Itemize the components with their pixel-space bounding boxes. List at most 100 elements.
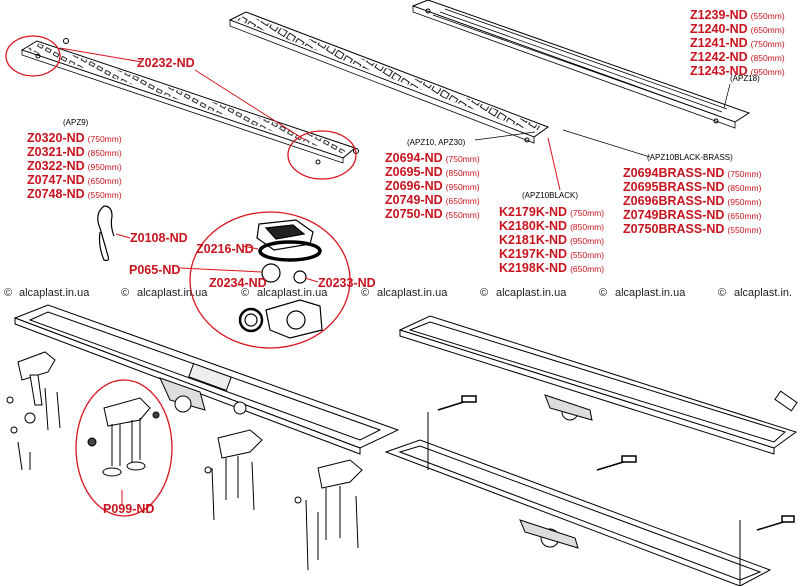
- grate-apz9: [20, 38, 359, 165]
- part-row: Z0748-ND(550mm): [27, 185, 122, 200]
- grate-apz18: [411, 0, 751, 129]
- part-size: (950mm): [750, 67, 785, 77]
- part-row: K2181K-ND(950mm): [499, 231, 605, 247]
- part-size: (550mm): [727, 225, 762, 235]
- part-size: (750mm): [750, 39, 785, 49]
- part-code: Z0750BRASS-ND: [623, 222, 725, 236]
- part-label-z0216: Z0216-ND: [196, 242, 254, 256]
- part-row: K2198K-ND(650mm): [499, 259, 605, 275]
- part-row: Z1242-ND(850mm): [690, 48, 785, 64]
- leader-z0232-left: [59, 47, 143, 63]
- part-size: (650mm): [750, 25, 785, 35]
- leader-z0216: [242, 245, 259, 250]
- part-size: (850mm): [570, 222, 605, 232]
- part-size: (650mm): [727, 211, 762, 221]
- part-code: Z1242-ND: [690, 50, 748, 64]
- part-size: (950mm): [87, 162, 122, 172]
- part-size: (750mm): [87, 134, 122, 144]
- group-apz10black-brass: Z0694BRASS-ND(750mm) Z0695BRASS-ND(850mm…: [623, 164, 762, 236]
- leader-p065: [179, 267, 263, 273]
- part-row: Z0696-ND(950mm): [385, 177, 480, 192]
- part-code: Z1240-ND: [690, 22, 748, 36]
- siphon-parts: [238, 219, 323, 339]
- watermark-item: alcaplast.in.ua: [615, 287, 686, 299]
- part-row: Z1243-ND(950mm): [690, 62, 785, 77]
- part-size: (550mm): [570, 250, 605, 260]
- part-size: (850mm): [87, 148, 122, 158]
- leader-apz10: [474, 131, 536, 141]
- part-size: (650mm): [445, 196, 480, 206]
- watermark-item: alcaplast.in.ua: [377, 287, 448, 299]
- watermark-symbol: ©: [4, 287, 13, 299]
- part-row: Z0322-ND(950mm): [27, 157, 122, 172]
- part-code: Z0747-ND: [27, 173, 85, 187]
- part-label-p065: P065-ND: [129, 263, 181, 277]
- channel-assembly-right-bottom: [384, 412, 772, 586]
- highlight-circle-right-end: [287, 130, 357, 180]
- part-code: K2179K-ND: [499, 205, 568, 219]
- watermark-symbol: ©: [718, 287, 727, 299]
- part-size: (850mm): [750, 53, 785, 63]
- group-apz18: Z1239-ND(550mm) Z1240-ND(650mm) Z1241-ND…: [690, 6, 785, 77]
- part-label-z0232: Z0232-ND: [137, 56, 195, 70]
- group-title-apz18: (APZ18): [730, 74, 760, 83]
- part-row: Z1241-ND(750mm): [690, 34, 785, 50]
- watermark-symbol: ©: [361, 287, 370, 299]
- part-code: K2198K-ND: [499, 261, 568, 275]
- legs-left: [6, 351, 61, 471]
- part-code: Z0694-ND: [385, 151, 443, 165]
- part-size: (750mm): [570, 208, 605, 218]
- channel-assembly-left: [13, 304, 400, 455]
- part-row: Z0749-ND(650mm): [385, 191, 480, 206]
- legs-right: [294, 459, 363, 571]
- grate-apz10: [228, 11, 550, 144]
- highlight-circle-left-end: [5, 35, 61, 77]
- highlight-circle-siphon: [189, 211, 351, 349]
- part-size: (750mm): [727, 169, 762, 179]
- part-row: Z0695-ND(850mm): [385, 163, 480, 179]
- screws-right: [437, 395, 795, 531]
- part-size: (950mm): [570, 236, 605, 246]
- channel-assembly-right-top: [398, 315, 798, 455]
- highlight-circle-p099: [75, 379, 173, 517]
- part-code: Z0321-ND: [27, 145, 85, 159]
- watermark-symbol: ©: [480, 287, 489, 299]
- part-code: Z0695-ND: [385, 165, 443, 179]
- part-code: Z0694BRASS-ND: [623, 166, 725, 180]
- part-row: Z0321-ND(850mm): [27, 143, 122, 159]
- part-row: Z0750-ND(550mm): [385, 205, 480, 221]
- watermark-item: alcaplast.in.ua: [257, 287, 328, 299]
- part-row: Z0694-ND(750mm): [385, 149, 480, 165]
- part-size: (650mm): [570, 264, 605, 274]
- watermark-symbol: ©: [241, 287, 250, 299]
- part-label-z0234: Z0234-ND: [209, 276, 267, 290]
- clip-z0108: [97, 205, 115, 262]
- leg-p099: [87, 397, 160, 477]
- part-code: K2181K-ND: [499, 233, 568, 247]
- part-row: K2179K-ND(750mm): [499, 203, 605, 219]
- leader-apz10black: [547, 137, 561, 191]
- part-code: Z0749BRASS-ND: [623, 208, 725, 222]
- part-row: Z0747-ND(650mm): [27, 171, 122, 187]
- part-code: Z1241-ND: [690, 36, 748, 50]
- part-label-z0108: Z0108-ND: [130, 231, 188, 245]
- part-code: Z0750-ND: [385, 207, 443, 221]
- legs-middle: [204, 429, 263, 521]
- group-title-apz9: (APZ9): [63, 118, 89, 127]
- part-row: Z1239-ND(550mm): [690, 6, 785, 21]
- part-size: (650mm): [87, 176, 122, 186]
- watermark-symbol: ©: [599, 287, 608, 299]
- watermark-item: alcaplast.in.ua: [137, 287, 208, 299]
- watermark-symbol: ©: [121, 287, 130, 299]
- part-code: Z0695BRASS-ND: [623, 180, 725, 194]
- leader-z0108: [115, 233, 131, 239]
- part-size: (850mm): [445, 168, 480, 178]
- leader-apz10brass: [562, 129, 651, 158]
- group-title-apz10black: (APZ10BLACK): [522, 191, 579, 200]
- watermark-item: alcaplast.in.: [734, 287, 793, 299]
- group-apz10-apz30: Z0694-ND(750mm) Z0695-ND(850mm) Z0696-ND…: [385, 149, 480, 221]
- part-row: Z0694BRASS-ND(750mm): [623, 164, 762, 180]
- part-row: Z0749BRASS-ND(650mm): [623, 206, 762, 222]
